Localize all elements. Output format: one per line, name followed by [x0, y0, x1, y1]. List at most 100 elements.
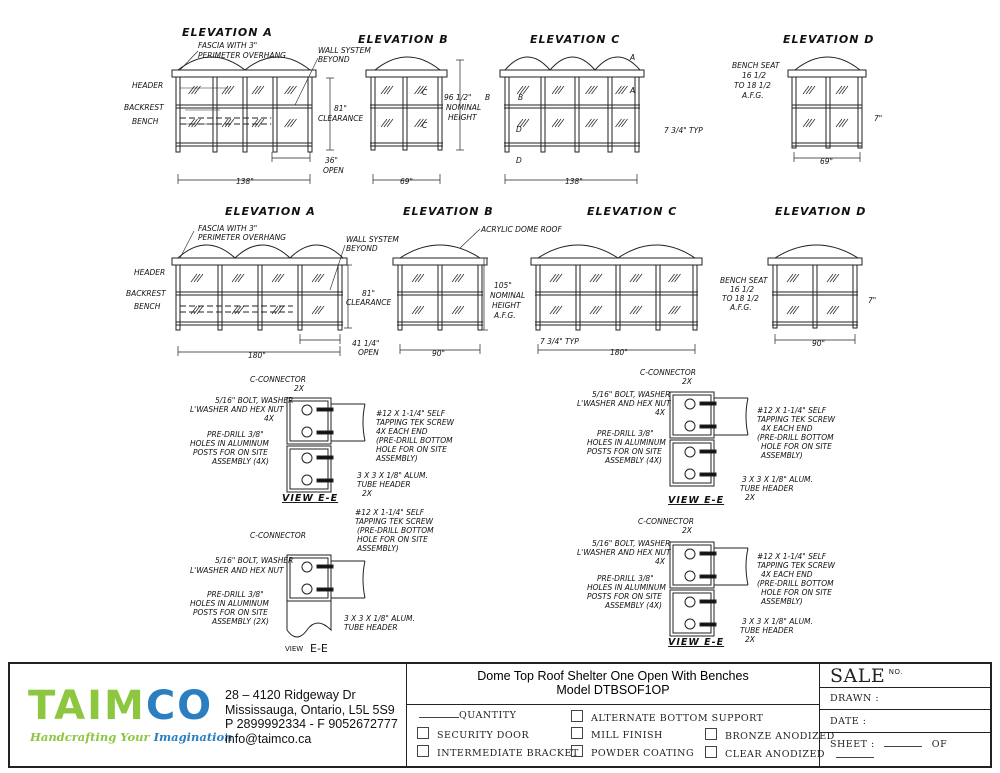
option-label: BRONZE ANODIZED	[725, 731, 835, 742]
glass-hatch	[420, 118, 427, 128]
post-inner	[672, 394, 712, 436]
glass-hatch	[786, 273, 794, 283]
height-dim: HEIGHT	[492, 301, 522, 310]
glass-hatch	[792, 305, 800, 315]
glass-hatch	[802, 118, 810, 128]
drill-label: HOLES IN ALUMINUM	[190, 599, 269, 608]
post-break	[286, 601, 332, 638]
glass-hatch	[257, 118, 265, 128]
tek-screw	[316, 587, 334, 592]
glass-hatch	[190, 273, 198, 283]
bench-seat-label: TO 18 1/2	[722, 294, 759, 303]
checkbox[interactable]	[705, 746, 717, 758]
glass-hatch	[383, 118, 391, 128]
sale-no-label: NO.	[888, 668, 903, 676]
height-dim: NOMINAL	[490, 291, 525, 300]
fascia-label: PERIMETER OVERHANG	[198, 51, 286, 60]
quantity-field[interactable]: QUANTITY	[419, 710, 516, 721]
checkbox[interactable]	[705, 728, 717, 740]
top-elevation-a: ELEVATION A FASCIA WITH 3" PERIMETER OVE…	[124, 26, 371, 186]
post	[857, 76, 863, 149]
aluminum-post	[286, 554, 332, 602]
bottom-elevation-b: ELEVATION B ACRYLIC DOME ROOF 105" NOMIN…	[403, 205, 562, 358]
glass-hatch	[549, 305, 557, 315]
option-intermediate-bracket[interactable]: INTERMEDIATE BRACKET	[417, 745, 579, 759]
title: ELEVATION A	[225, 205, 316, 218]
checkbox[interactable]	[571, 727, 583, 739]
aluminum-post	[669, 391, 715, 439]
glass-hatch	[221, 85, 229, 95]
wall-label: BEYOND	[346, 244, 378, 253]
address-line: Mississauga, Ontario, L5L 5S9	[225, 702, 395, 717]
post	[257, 264, 263, 331]
glass-hatch	[411, 305, 419, 315]
tek-screw	[316, 564, 334, 569]
roof-fascia	[787, 69, 867, 78]
bolt-hole	[301, 474, 313, 486]
clearance-dim: CLEARANCE	[318, 114, 363, 123]
bolt-hole	[684, 570, 696, 582]
open-dim: OPEN	[323, 166, 344, 175]
glass-hatch	[314, 273, 322, 283]
post	[634, 76, 640, 153]
roof-fascia	[365, 69, 448, 78]
glass-hatch	[615, 85, 622, 95]
shelter-drawing: ELEVATION A FASCIA WITH 3" PERIMETER OVE…	[124, 26, 882, 655]
sheet-field[interactable]: SHEET : OF	[820, 733, 992, 766]
drill-label: POSTS FOR ON SITE	[587, 447, 662, 456]
glass-hatch	[595, 273, 603, 283]
section-mark: C	[422, 88, 428, 97]
c-connector-label: C-CONNECTOR	[638, 517, 694, 526]
post-inner	[289, 448, 329, 490]
option-clear-anodized[interactable]: CLEAR ANODIZED	[705, 746, 825, 760]
email-link[interactable]: info@taimco.ca	[225, 731, 312, 746]
glass-hatch	[274, 273, 282, 283]
typ-dim: 7 3/4" TYP	[540, 337, 579, 346]
tek-screw	[699, 574, 717, 579]
glass-hatch	[411, 273, 419, 283]
post	[272, 76, 278, 153]
glass-hatch	[287, 118, 294, 128]
glass-hatch	[277, 305, 285, 315]
glass-hatch	[832, 305, 840, 315]
glass-hatch	[552, 305, 560, 315]
taimco-logo: TAIMCO	[28, 686, 213, 726]
drill-label: ASSEMBLY (2X)	[211, 617, 269, 626]
dome-arc	[617, 244, 696, 259]
option-alternate-bottom-support[interactable]: ALTERNATE BOTTOM SUPPORT	[571, 710, 764, 724]
glass-hatch	[838, 85, 846, 95]
glass-hatch	[632, 273, 640, 283]
sheet-label: SHEET :	[830, 739, 875, 750]
option-mill-finish[interactable]: MILL FINISH	[571, 727, 663, 741]
option-security-door[interactable]: SECURITY DOOR	[417, 727, 529, 741]
leader-line	[329, 244, 346, 291]
option-powder-coating[interactable]: POWDER COATING	[571, 745, 694, 759]
option-bronze-anodized[interactable]: BRONZE ANODIZED	[705, 728, 835, 742]
checkbox[interactable]	[571, 710, 583, 722]
date-field[interactable]: DATE :	[820, 710, 992, 733]
checkbox[interactable]	[417, 727, 429, 739]
screw-label: 4X EACH END	[376, 427, 428, 436]
glass-hatch	[284, 85, 291, 95]
option-label: SECURITY DOOR	[437, 730, 530, 741]
glass-hatch	[557, 85, 565, 95]
post	[402, 76, 408, 151]
checkbox[interactable]	[417, 745, 429, 757]
checkbox[interactable]	[571, 745, 583, 757]
tagline-word: Imagination	[153, 730, 233, 744]
glass-hatch	[632, 305, 640, 315]
glass-hatch	[414, 273, 422, 283]
glass-hatch	[595, 305, 603, 315]
aluminum-post	[669, 541, 715, 589]
post	[437, 264, 443, 331]
glass-hatch	[311, 305, 319, 315]
glass-hatch	[585, 85, 592, 95]
roof-fascia	[499, 69, 645, 78]
glass-hatch	[589, 305, 597, 315]
screw-label: 4X EACH END	[761, 570, 813, 579]
post	[212, 76, 218, 153]
glass-hatch	[519, 118, 527, 128]
title: ELEVATION C	[587, 205, 677, 218]
drawn-field[interactable]: DRAWN :	[820, 688, 992, 710]
wall-label: WALL SYSTEM	[318, 46, 371, 55]
